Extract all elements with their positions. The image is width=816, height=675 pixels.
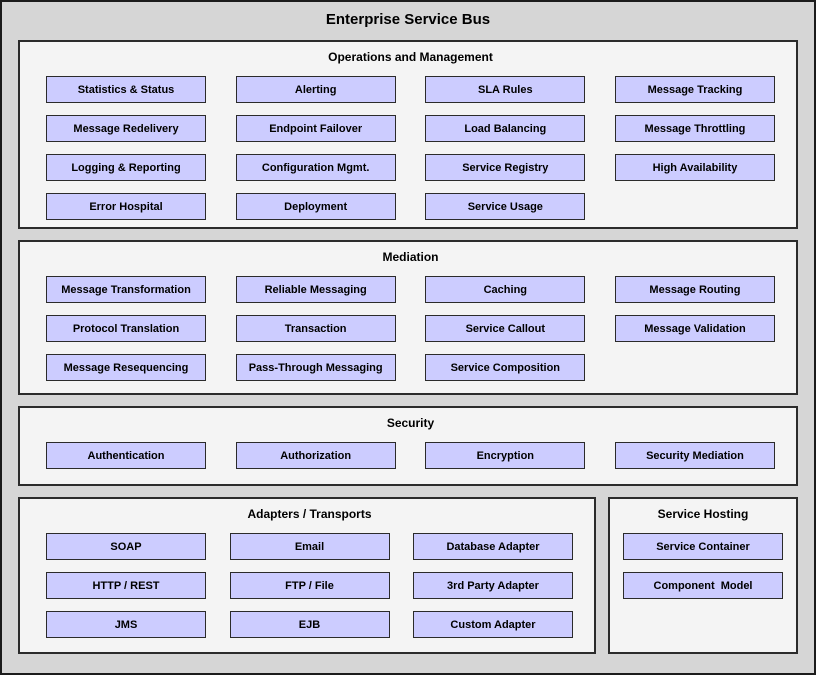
component-box: Service Composition [425,354,586,381]
component-box: Custom Adapter [413,611,573,638]
component-box: Message Routing [614,276,775,303]
component-box: Message Throttling [614,115,775,142]
section-hosting: Service Hosting Service Container Compon… [608,497,798,654]
component-box: Statistics & Status [46,76,206,103]
component-box: Alerting [235,76,396,103]
component-box: Endpoint Failover [235,115,396,142]
section-operations: Operations and Management Statistics & S… [18,40,798,229]
component-box: Service Callout [425,315,586,342]
section-hosting-grid: Service Container Component Model [623,533,783,599]
section-operations-grid: Statistics & Status Alerting SLA Rules M… [46,76,775,220]
page-title: Enterprise Service Bus [325,11,491,28]
component-box: Reliable Messaging [235,276,396,303]
component-box: FTP / File [229,572,390,599]
component-box: Service Usage [425,193,586,220]
component-box: Message Redelivery [46,115,206,142]
component-box: Email [229,533,390,560]
section-security: Security Authentication Authorization En… [18,406,798,486]
component-box: 3rd Party Adapter [413,572,573,599]
component-box: JMS [46,611,206,638]
component-box: Caching [425,276,586,303]
component-box: Load Balancing [425,115,586,142]
component-box: Transaction [235,315,396,342]
component-box: Pass-Through Messaging [235,354,396,381]
component-box: Logging & Reporting [46,154,206,181]
bottom-row: Adapters / Transports SOAP Email Databas… [18,497,798,654]
component-box: Security Mediation [614,442,775,469]
component-box: Service Registry [425,154,586,181]
component-box: Encryption [425,442,586,469]
component-box: SLA Rules [425,76,586,103]
component-box: Message Transformation [46,276,206,303]
component-box: Message Validation [614,315,775,342]
section-adapters-grid: SOAP Email Database Adapter HTTP / REST … [46,533,573,638]
component-box: Authentication [46,442,206,469]
component-box: Message Resequencing [46,354,206,381]
section-security-grid: Authentication Authorization Encryption … [46,442,775,469]
sections-stack: Operations and Management Statistics & S… [18,40,798,654]
section-security-title: Security [386,416,435,430]
section-mediation-title: Mediation [382,250,439,264]
component-box: Service Container [623,533,783,560]
section-mediation-grid: Message Transformation Reliable Messagin… [46,276,775,381]
component-box: Database Adapter [413,533,573,560]
component-box: HTTP / REST [46,572,206,599]
component-box: Deployment [235,193,396,220]
section-adapters: Adapters / Transports SOAP Email Databas… [18,497,596,654]
component-box: Protocol Translation [46,315,206,342]
component-box: High Availability [614,154,775,181]
component-box: Component Model [623,572,783,599]
component-box: EJB [229,611,390,638]
section-adapters-title: Adapters / Transports [247,507,372,521]
component-box: Configuration Mgmt. [235,154,396,181]
section-hosting-title: Service Hosting [657,507,749,521]
component-box: Message Tracking [614,76,775,103]
component-box: Authorization [235,442,396,469]
section-mediation: Mediation Message Transformation Reliabl… [18,240,798,395]
component-box: SOAP [46,533,206,560]
component-box: Error Hospital [46,193,206,220]
section-operations-title: Operations and Management [328,50,493,64]
